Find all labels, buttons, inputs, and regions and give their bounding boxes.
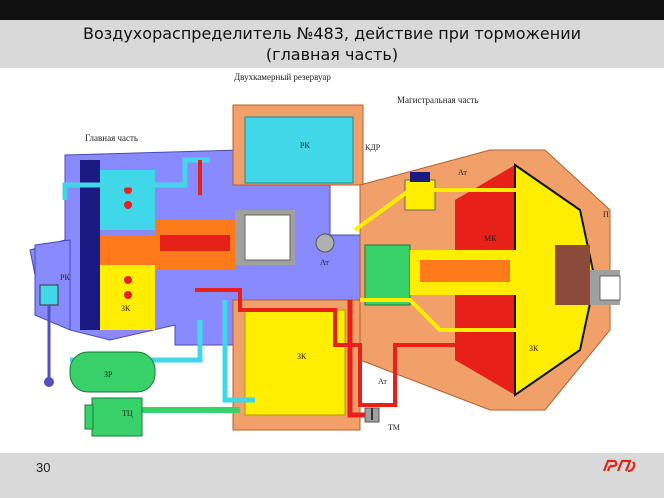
label-at-3: Ат	[378, 377, 387, 386]
label-rk-top: РК	[300, 141, 310, 150]
main-part-chambers	[80, 160, 335, 330]
label-mk: МК	[484, 234, 497, 243]
label-at-2: Ат	[320, 258, 329, 267]
label-at-1: Ат	[458, 168, 467, 177]
label-main-part: Главная часть	[85, 133, 138, 143]
label-tc: ТЦ	[122, 409, 133, 418]
brake-cylinder-tc	[84, 397, 143, 437]
footer-bar	[0, 453, 664, 498]
reservoir-zr	[69, 351, 156, 393]
label-rk-left: РК	[60, 273, 70, 282]
page-number: 30	[36, 460, 51, 475]
label-p: П	[603, 210, 609, 219]
label-tm: ТМ	[388, 423, 400, 432]
slide-title-line1: Воздухораспределитель №483, действие при…	[83, 24, 581, 43]
label-magistral-part: Магистральная часть	[397, 95, 478, 105]
air-pipes	[62, 157, 520, 418]
top-black-bar	[0, 0, 664, 20]
title-bar	[0, 20, 664, 68]
label-kdr: КДР	[365, 143, 381, 152]
label-zk-left: ЗК	[121, 304, 131, 313]
label-zk-center: ЗК	[297, 352, 307, 361]
label-reservoir: Двухкамерный резервуар	[234, 72, 331, 82]
air-distributor-diagram: Двухкамерный резервуар Главная часть Маг…	[29, 72, 621, 437]
slide-title-line2: (главная часть)	[265, 45, 399, 64]
label-zr: ЗР	[104, 370, 113, 379]
rk-valve	[39, 284, 59, 387]
slide-title: Воздухораспределитель №483, действие при…	[0, 23, 664, 65]
rzd-logo-icon	[602, 459, 636, 473]
two-chamber-reservoir	[232, 104, 364, 431]
tm-valve	[364, 407, 380, 423]
label-zk-right: ЗК	[529, 344, 539, 353]
